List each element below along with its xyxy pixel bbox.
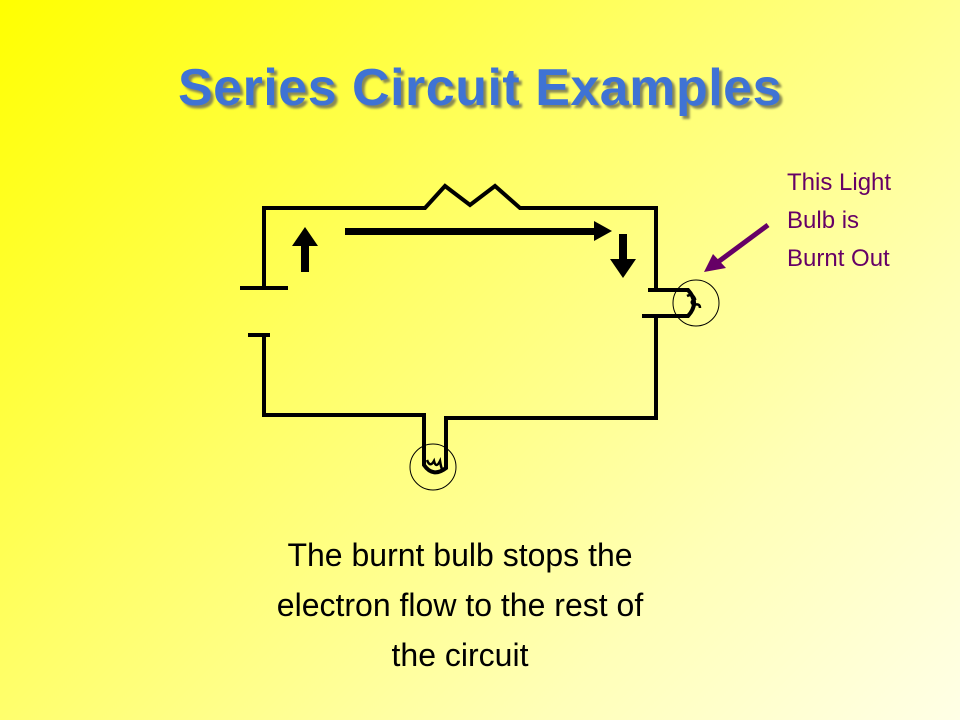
callout-pointer-arrow — [704, 222, 770, 272]
callout-line-2: Bulb is — [787, 207, 860, 234]
top-wire-with-resistor — [262, 183, 658, 290]
burnt-bulb-callout: This Light Bulb is Burnt Out — [787, 164, 947, 278]
bottom-right-wire — [444, 316, 658, 445]
bottom-bulb-filament — [425, 457, 444, 470]
bottom-bulb-globe — [409, 443, 457, 491]
burnt-bulb-filament — [686, 293, 702, 309]
burnt-bulb-globe — [672, 279, 720, 327]
bottom-bulb — [409, 443, 457, 491]
caption-line-2: electron flow to the rest of — [276, 587, 644, 623]
slide-caption: The burnt bulb stops the electron flow t… — [190, 530, 730, 680]
down-arrow — [610, 234, 636, 278]
right-arrow — [345, 221, 612, 241]
callout-line-1: This Light — [787, 169, 892, 196]
burnt-bulb — [642, 279, 720, 327]
burnt-bulb-base — [642, 288, 696, 318]
caption-line-1: The burnt bulb stops the — [287, 537, 633, 573]
bottom-bulb-base — [422, 445, 448, 475]
bottom-left-wire — [262, 335, 426, 445]
callout-line-3: Burnt Out — [787, 245, 890, 272]
slide-title: Series Circuit Examples — [177, 59, 782, 117]
up-arrow — [292, 227, 318, 272]
caption-line-3: the circuit — [391, 637, 529, 673]
